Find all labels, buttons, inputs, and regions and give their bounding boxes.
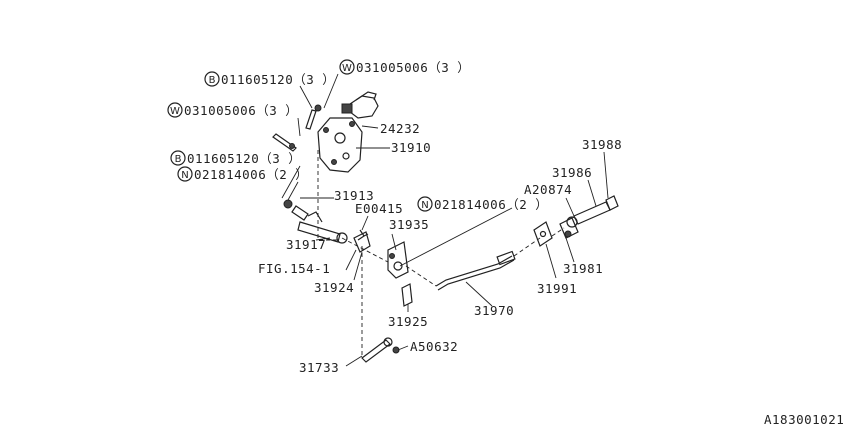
label-part-31991: 31991 <box>537 281 577 296</box>
nut-marker-2: N <box>417 196 433 212</box>
label-part-31981: 31981 <box>563 261 603 276</box>
label-part-24232: 24232 <box>380 121 420 136</box>
label-part-31988: 31988 <box>582 137 622 152</box>
lever-31917 <box>297 211 348 244</box>
label-fig-154-1: FIG.154-1 <box>258 261 330 276</box>
dash-left-vertical <box>317 150 340 241</box>
label-part-31986: 31986 <box>552 165 592 180</box>
pin-e00415 <box>359 229 369 237</box>
bracket-31910 <box>317 117 363 173</box>
bolt-upper <box>305 104 322 130</box>
bolt-marker-2: B <box>170 150 186 166</box>
label-part-31913: 31913 <box>334 188 374 203</box>
nut-marker-1-letter: N <box>181 170 188 181</box>
rod-31733 <box>361 337 393 363</box>
nut-marker-2-letter: N <box>421 200 428 211</box>
end-31988 <box>605 195 619 211</box>
lever-31935 <box>387 241 409 279</box>
leader-lines <box>281 73 609 367</box>
label-part-a50632: A50632 <box>410 339 458 354</box>
shaft-31913 <box>283 199 309 221</box>
washer-marker-1-letter: W <box>342 63 352 74</box>
dash-right <box>551 227 565 237</box>
label-part-31917: 31917 <box>286 237 326 252</box>
label-nut-021814006-center: 021814006（2 ） <box>434 197 548 212</box>
label-bolt-011605120-top: 011605120（3 ） <box>221 72 335 87</box>
nut-marker-1: N <box>177 166 193 182</box>
label-part-31935: 31935 <box>389 217 429 232</box>
label-part-e00415: E00415 <box>355 201 403 216</box>
label-nut-021814006-left: 021814006（2 ） <box>194 167 308 182</box>
bolt-left <box>272 133 297 152</box>
dash-center <box>341 237 389 263</box>
cable-31970 <box>405 237 541 291</box>
label-part-a20874: A20874 <box>524 182 572 197</box>
label-washer-031005006-top: 031005006（3 ） <box>356 60 470 75</box>
washer-marker-2-letter: W <box>170 106 180 117</box>
bracket-31991 <box>533 221 553 247</box>
label-bolt-011605120-left: 011605120（3 ） <box>187 151 301 166</box>
diagram-id: A183001021 <box>764 412 844 425</box>
washer-marker-2: W <box>167 102 183 118</box>
bolt-marker-2-letter: B <box>175 154 182 165</box>
bolt-marker-1: B <box>204 71 220 87</box>
joint-31981 <box>559 217 579 239</box>
washer-marker-1: W <box>339 59 355 75</box>
label-part-31733: 31733 <box>299 360 339 375</box>
label-part-31910: 31910 <box>391 140 431 155</box>
label-part-31925: 31925 <box>388 314 428 329</box>
label-part-31970: 31970 <box>474 303 514 318</box>
clip-31925 <box>401 283 413 307</box>
connector-24232 <box>341 91 379 119</box>
label-washer-031005006-left: 031005006（3 ） <box>184 103 298 118</box>
bolt-marker-1-letter: B <box>209 75 216 86</box>
label-part-31924: 31924 <box>314 280 354 295</box>
